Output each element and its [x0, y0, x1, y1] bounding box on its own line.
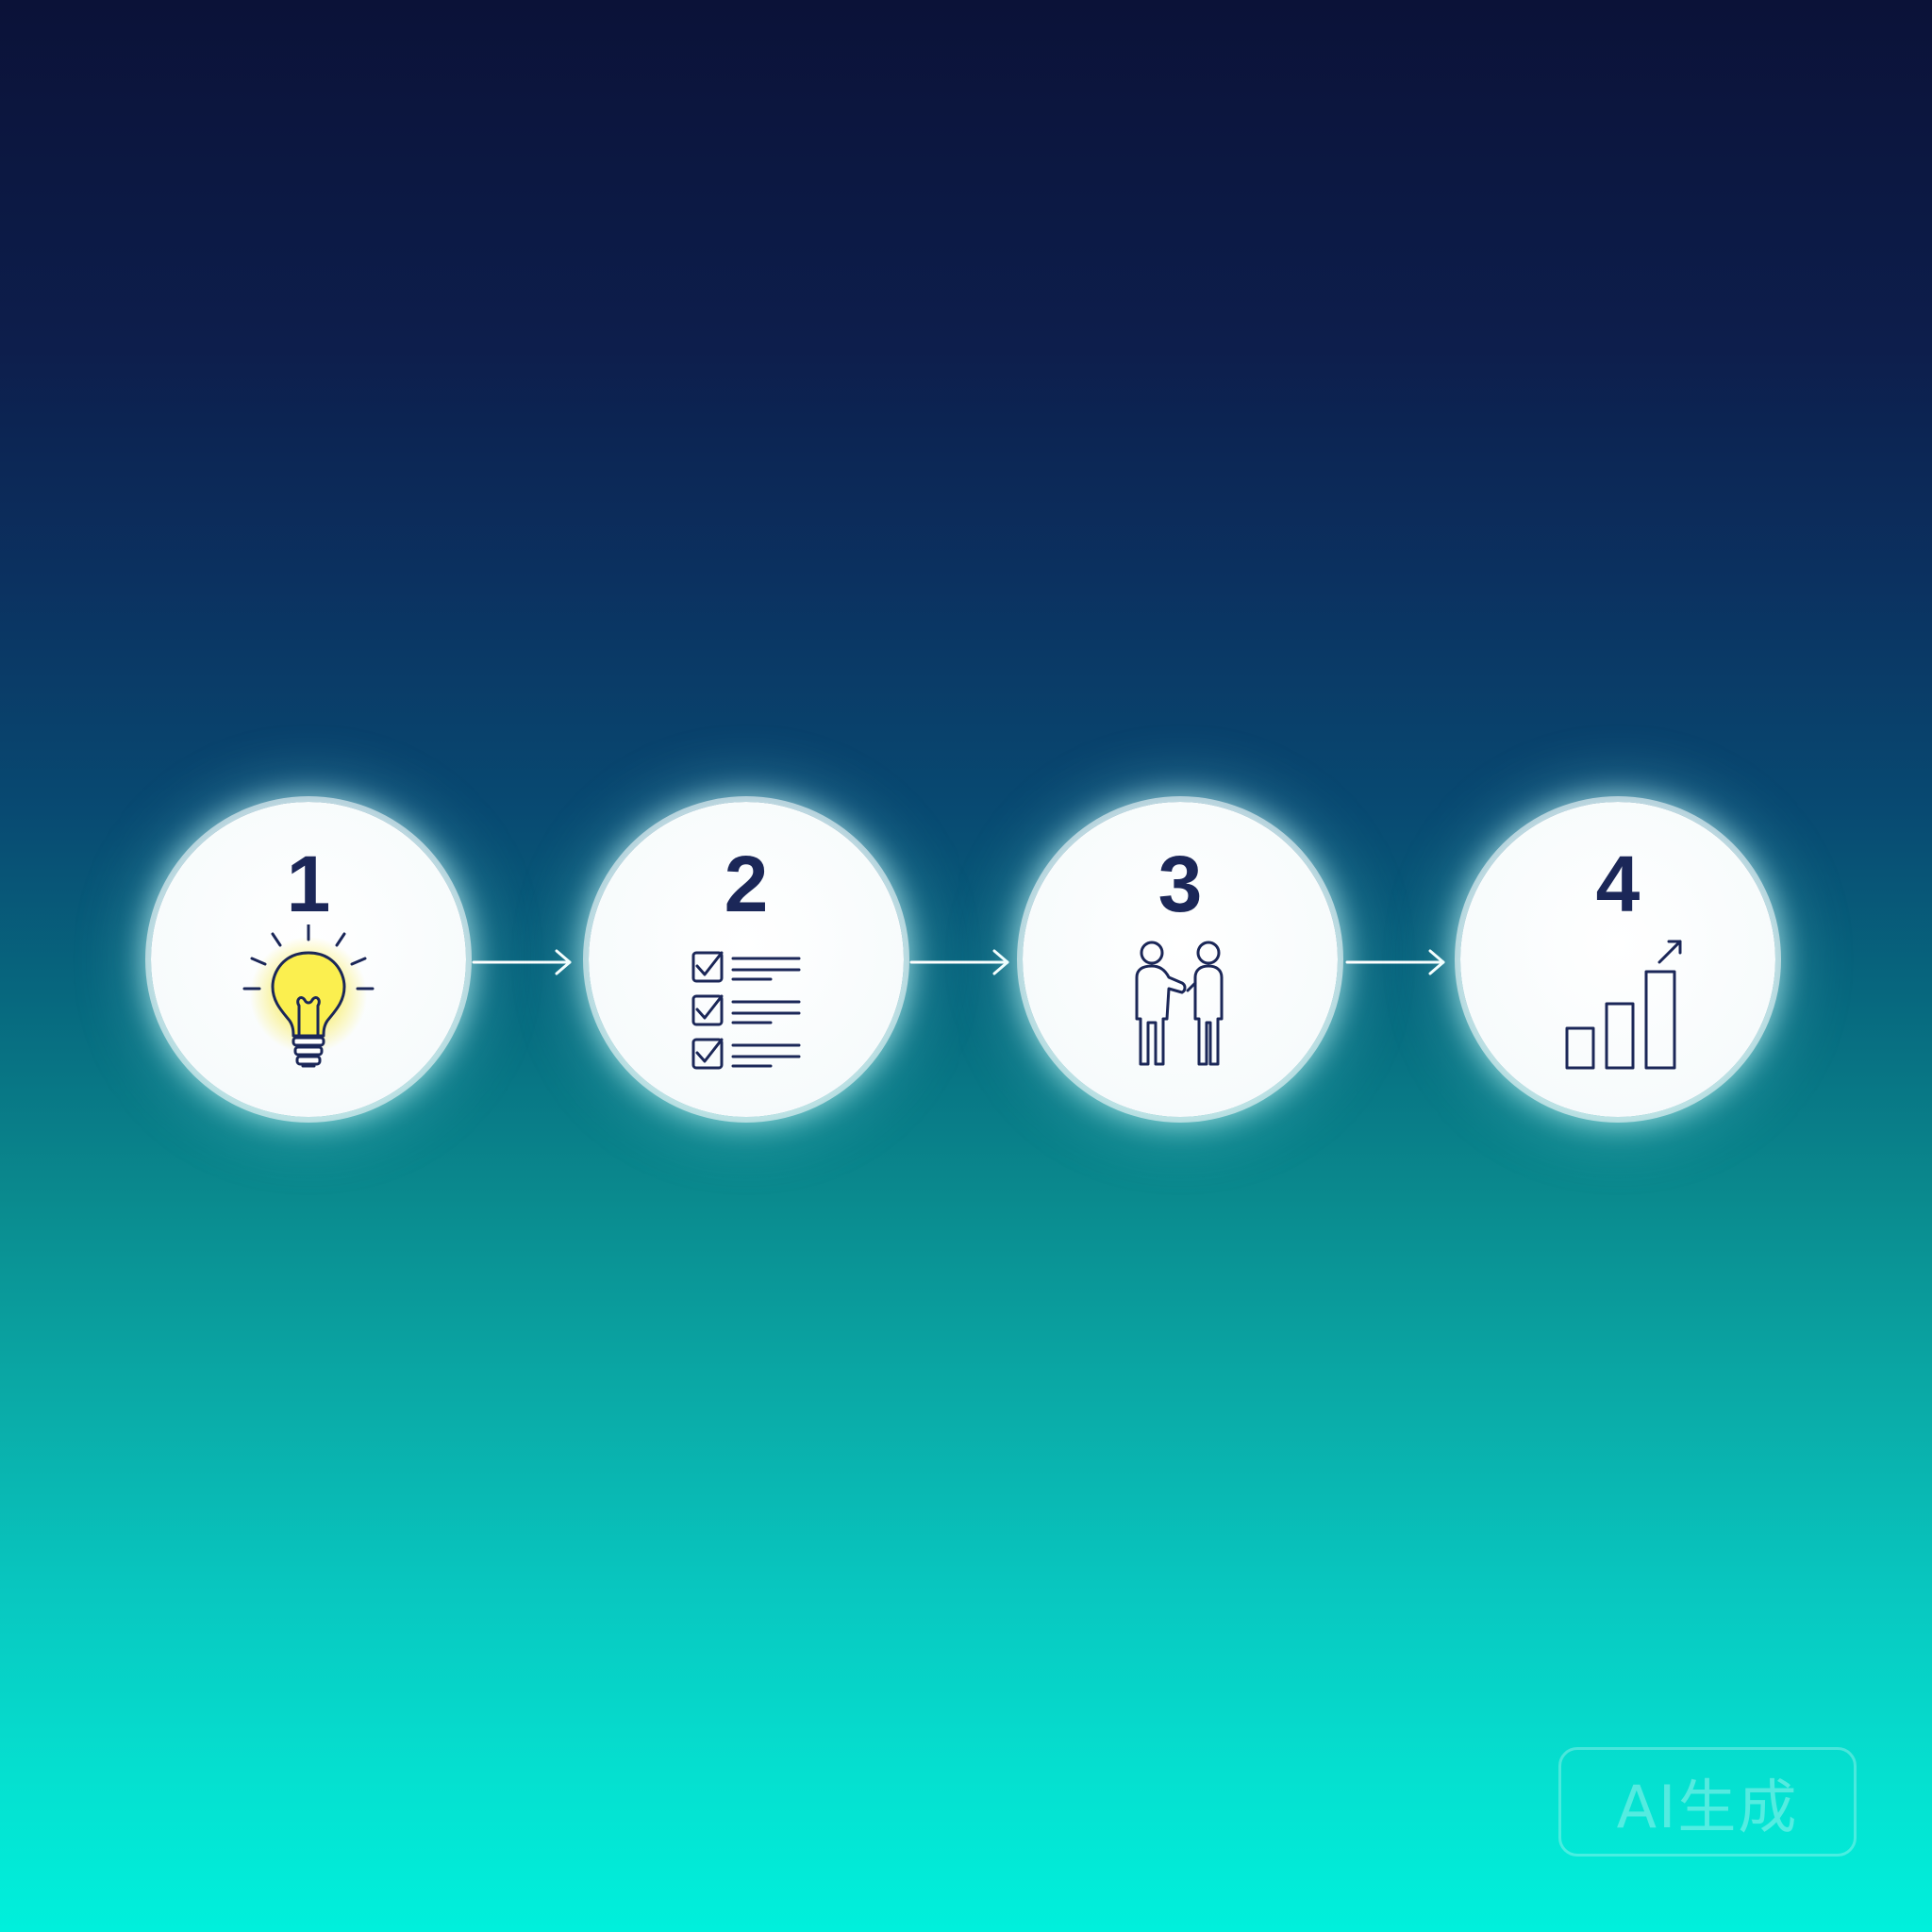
ai-generated-label: AI生成: [1616, 1773, 1799, 1841]
growth-bar-chart-icon: [1514, 924, 1722, 1085]
step-number: 1: [286, 840, 331, 928]
two-people-icon: [1076, 924, 1284, 1085]
step-3-circle: 3: [1023, 802, 1338, 1117]
step-number: 2: [724, 840, 769, 928]
lightbulb-icon: [205, 924, 412, 1085]
step-4-circle: 4: [1460, 802, 1775, 1117]
arrow-right-icon: [472, 943, 575, 981]
step-number: 3: [1158, 840, 1203, 928]
arrow-right-icon: [1345, 943, 1449, 981]
step-1-circle: 1: [151, 802, 466, 1117]
ai-generated-badge: AI生成: [1558, 1747, 1857, 1857]
step-2-circle: 2: [589, 802, 904, 1117]
step-number: 4: [1595, 840, 1641, 928]
checklist-icon: [642, 924, 850, 1085]
arrow-right-icon: [909, 943, 1013, 981]
